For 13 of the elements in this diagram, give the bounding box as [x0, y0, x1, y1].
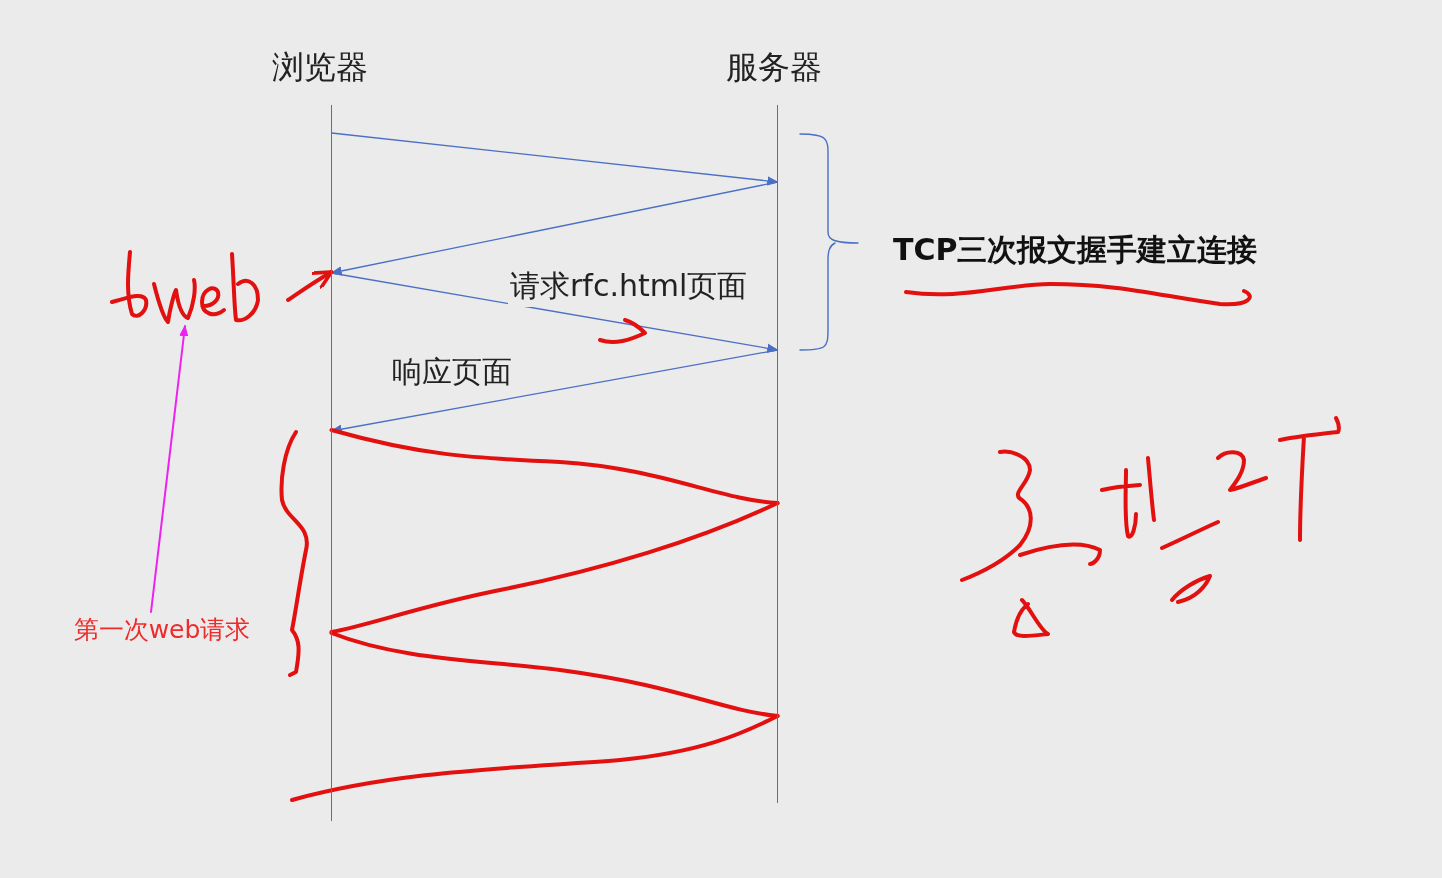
lifeline-heading: 服务器	[716, 45, 832, 89]
message-arrow	[330, 272, 779, 353]
lifeline	[331, 105, 332, 821]
handwritten-stroke	[290, 714, 780, 802]
lifeline	[777, 105, 778, 803]
handwritten-stroke	[329, 501, 780, 634]
lifeline-heading: 浏览器	[262, 45, 378, 89]
arrow	[150, 325, 189, 613]
message-arrow	[330, 132, 779, 186]
message-arrow	[330, 181, 779, 276]
arrow	[286, 270, 334, 302]
annotation-text: 第一次web请求	[64, 612, 260, 648]
annotation-text: TCP三次报文握手建立连接	[893, 231, 1258, 269]
